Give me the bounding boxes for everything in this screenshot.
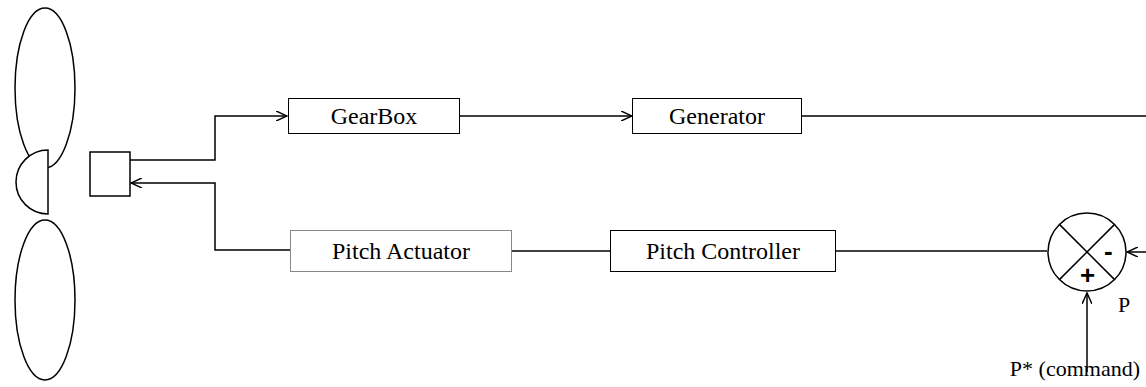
box-label: Pitch Controller bbox=[646, 238, 800, 264]
box-label: Pitch Actuator bbox=[332, 238, 470, 264]
signal-name: P* (command) bbox=[1010, 356, 1140, 382]
blade bbox=[15, 220, 75, 380]
process-box: GearBox bbox=[288, 98, 460, 134]
box-label: GearBox bbox=[331, 103, 418, 129]
connector bbox=[460, 115, 632, 117]
hub bbox=[16, 150, 48, 214]
process-box: Generator bbox=[632, 98, 802, 134]
pitch-line bbox=[131, 183, 290, 250]
process-box: Pitch Actuator bbox=[290, 230, 512, 272]
rotor bbox=[15, 8, 130, 380]
process-box: Pitch Controller bbox=[610, 230, 836, 272]
connector bbox=[836, 250, 1047, 252]
box-label: Generator bbox=[669, 103, 765, 129]
sign-symbol: - bbox=[1104, 238, 1113, 264]
signal-name: P bbox=[1118, 292, 1130, 318]
sign-symbol: + bbox=[1080, 262, 1095, 288]
summing-junction: +- bbox=[1047, 212, 1127, 292]
nacelle-box bbox=[90, 152, 130, 196]
shaft-line bbox=[130, 116, 287, 160]
blade bbox=[15, 8, 75, 168]
connector bbox=[512, 250, 610, 252]
